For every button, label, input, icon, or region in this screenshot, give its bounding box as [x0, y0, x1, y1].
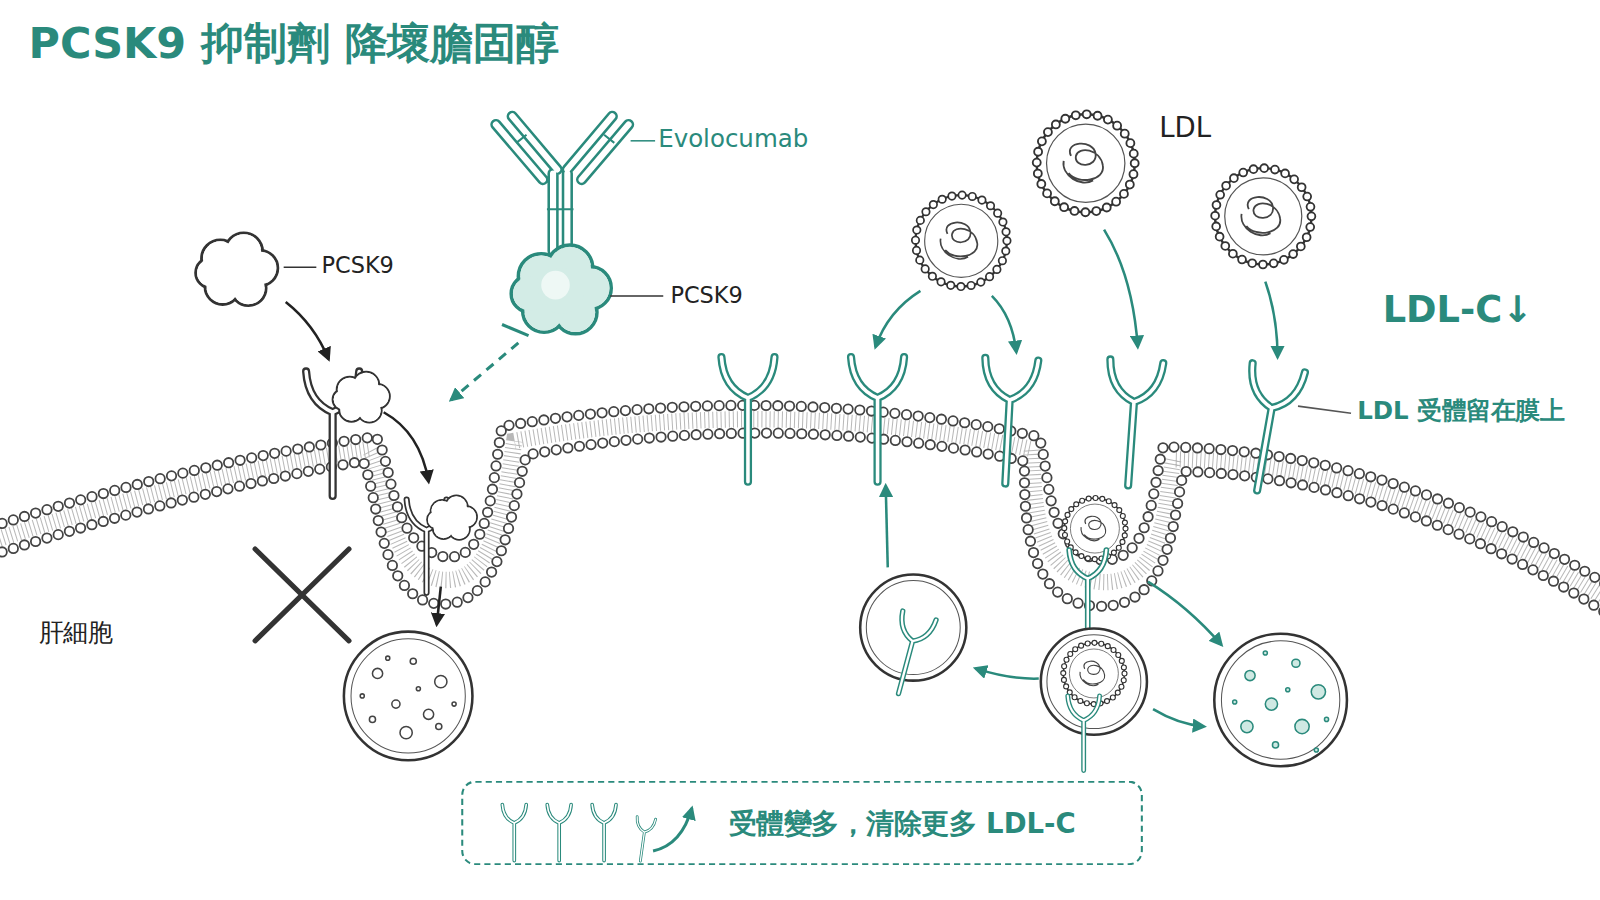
- lysosome-debris: [360, 656, 456, 739]
- flow-arrow: [1148, 582, 1221, 645]
- recycling-vesicle: [860, 574, 966, 680]
- antibody-domain-line: [516, 135, 614, 209]
- ldl-receptor: [592, 805, 616, 861]
- ldl-receptor: [502, 805, 526, 861]
- ldl-receptor: [1069, 550, 1106, 637]
- lipid-heads-inner: [0, 433, 1600, 631]
- increase-arrow: [653, 808, 692, 851]
- protein-label: PCSK9: [321, 254, 393, 279]
- pcsk9-protein: [511, 245, 611, 334]
- leader-line: [610, 295, 663, 297]
- ldl-particle: [1063, 643, 1124, 704]
- lysosome: [1214, 634, 1347, 767]
- ldl-particle: [916, 195, 1007, 286]
- evolocumab-antibody: [451, 116, 663, 400]
- protein-label: PCSK9: [670, 284, 742, 309]
- inhibition-arrow: [451, 343, 518, 400]
- cell-label: 肝細胞: [39, 619, 112, 646]
- ldl-receptor: [631, 817, 655, 863]
- box-text: 受體變多，清除更多 LDL-C: [729, 805, 1141, 842]
- lysosome: [351, 639, 465, 753]
- summary-box: 受體變多，清除更多 LDL-C: [461, 781, 1143, 866]
- pcsk9-protein: [196, 233, 278, 306]
- inhibition-bar: [502, 324, 529, 335]
- leader-line: [631, 140, 655, 142]
- ldl-receptor: [851, 357, 904, 481]
- degradation-arrow: [437, 587, 441, 625]
- ldl-receptor: [979, 358, 1039, 485]
- ldl-receptor: [547, 805, 571, 861]
- ldl-receptor: [882, 611, 936, 698]
- callout-label: LDL 受體留在膜上: [1357, 398, 1564, 425]
- endosome: [1041, 629, 1147, 735]
- lysosome-debris: [1233, 651, 1329, 752]
- leader-line: [284, 267, 317, 269]
- recycle-arrow: [886, 486, 888, 568]
- lipid-heads-inner: [0, 433, 1600, 631]
- ldl-receptor: [1068, 696, 1100, 771]
- lysosome: [1221, 641, 1339, 759]
- recycling-vesicle: [866, 581, 960, 675]
- particle-label: LDL: [1159, 112, 1211, 142]
- ldl-receptor: [721, 357, 774, 481]
- drug-label: Evolocumab: [658, 126, 808, 153]
- lysosome: [344, 632, 473, 761]
- ldl-clearance: [721, 114, 1351, 770]
- diagram-title: PCSK9 抑制劑 降壞膽固醇: [29, 20, 559, 67]
- pcsk9-protein: [427, 496, 477, 540]
- antibody-chain: [496, 116, 629, 251]
- pcsk9-pathway: [196, 233, 477, 760]
- binding-arrow: [286, 302, 329, 359]
- internalize-arrow: [384, 412, 429, 481]
- ldl-receptor: [1102, 359, 1164, 487]
- cell-membrane: [0, 405, 1600, 630]
- flow-arrow: [876, 291, 921, 347]
- effect-label: LDL-C↓: [1383, 290, 1533, 330]
- cross-mark: [255, 549, 349, 641]
- ldl-particle: [1037, 114, 1135, 212]
- flow-arrow: [1153, 709, 1204, 726]
- flow-arrow: [1104, 230, 1138, 347]
- pcsk9-protein: [333, 372, 390, 423]
- antibody-chain: [496, 116, 629, 251]
- lipid-tails: [0, 419, 1600, 616]
- leader-line: [1298, 406, 1351, 413]
- receptor-increase-icon: [502, 805, 691, 863]
- flow-arrow: [992, 296, 1016, 352]
- ldl-receptor: [1231, 363, 1305, 495]
- flow-arrow: [1265, 282, 1277, 358]
- flow-arrow: [976, 668, 1039, 678]
- ldl-particle: [1215, 168, 1311, 264]
- ldl-particle: [1064, 498, 1125, 559]
